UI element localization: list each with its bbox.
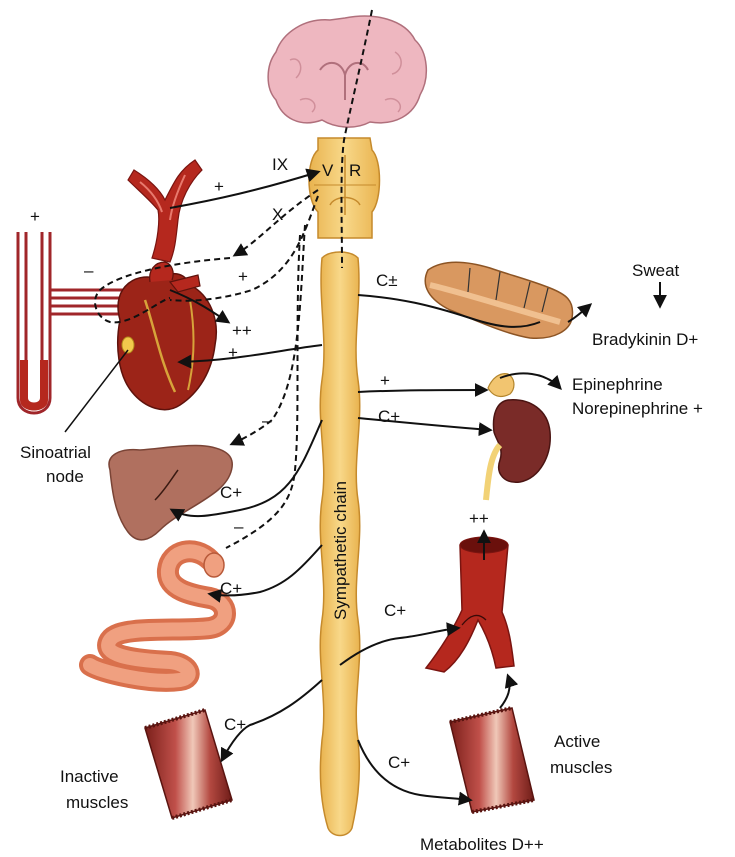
active-muscles-label: Active (554, 732, 600, 751)
vagus-heart-sign: + (238, 267, 248, 286)
brain-illustration (268, 16, 426, 127)
manometer-minus-sign: – (84, 261, 94, 280)
epinephrine-label: Epinephrine (572, 375, 663, 394)
sympathetic-chain: Sympathetic chain (320, 252, 359, 836)
artery-illustration (426, 537, 514, 672)
metabolites-label: Metabolites D++ (420, 835, 544, 854)
inactive-muscle-illustration (145, 710, 232, 818)
manometer-plus-sign: + (30, 207, 40, 226)
intestine-illustration (90, 551, 225, 681)
liver-illustration (109, 446, 232, 540)
gut-sympathetic-sign: C+ (220, 579, 242, 598)
heart-output-sign: ++ (232, 321, 252, 340)
sinoatrial-node-label: Sinoatrial (20, 443, 91, 462)
gut-vagal-sign: – (234, 517, 244, 536)
sympathetic-to-active-muscle (358, 740, 470, 800)
inactive-muscles-label: Inactive (60, 767, 119, 786)
inactive-muscle-sign: C+ (224, 715, 246, 734)
sweat-label: Sweat (632, 261, 680, 280)
liver-sympathetic-sign: C+ (220, 483, 242, 502)
skin-illustration (425, 262, 572, 338)
active-muscles-label-2: muscles (550, 758, 612, 777)
sympathetic-chain-label: Sympathetic chain (331, 481, 350, 620)
brainstem: V R (309, 138, 380, 238)
kidney-illustration (486, 400, 550, 500)
bradykinin-label: Bradykinin D+ (592, 330, 698, 349)
liver-vagal-sign: – (262, 411, 272, 430)
norepinephrine-label: Norepinephrine + (572, 399, 703, 418)
active-muscle-sign: C+ (388, 753, 410, 772)
active-muscle-illustration (450, 708, 534, 812)
sympathetic-to-adrenal (358, 390, 486, 392)
sinoatrial-node-label-2: node (46, 467, 84, 486)
heart-illustration (118, 262, 217, 410)
artery-sympathetic-sign: C+ (384, 601, 406, 620)
active-muscle-to-artery-arrow (500, 676, 510, 708)
inactive-muscles-label-2: muscles (66, 793, 128, 812)
carotid-vessel (128, 160, 202, 262)
cerebrum (268, 16, 426, 127)
artery-flow-sign: ++ (469, 509, 489, 528)
reflex-center-label: R (349, 161, 361, 180)
vasomotor-center-label: V (322, 161, 334, 180)
carotid-afferent-sign: + (214, 177, 224, 196)
vagus-to-manometer-dashed (235, 190, 318, 255)
kidney-sympathetic-sign: C+ (378, 407, 400, 426)
sympathetic-heart-sign: + (228, 343, 238, 362)
skin-sympathetic-sign: C± (376, 271, 398, 290)
sinoatrial-pointer (65, 350, 128, 432)
glossopharyngeal-nerve-label: IX (272, 155, 288, 174)
adrenal-sympathetic-sign: + (380, 371, 390, 390)
